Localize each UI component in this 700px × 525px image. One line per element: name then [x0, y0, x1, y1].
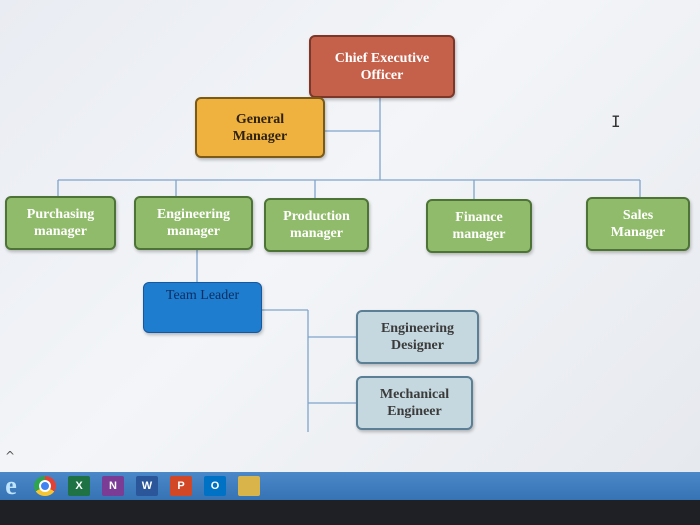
node-team-leader[interactable]: Team Leader — [143, 282, 262, 333]
taskbar: e X N W P O — [0, 471, 700, 500]
node-general-manager[interactable]: General Manager — [195, 97, 325, 158]
internet-explorer-icon[interactable]: e — [5, 471, 17, 500]
node-mechanical-engineer[interactable]: Mechanical Engineer — [356, 376, 473, 430]
node-production-manager-label: Production manager — [283, 209, 350, 241]
monitor-bezel — [0, 500, 700, 525]
node-ceo-label: Chief Executive Officer — [334, 50, 430, 83]
node-production-manager[interactable]: Production manager — [264, 198, 369, 252]
node-purchasing-manager-label: Purchasing manager — [26, 207, 95, 239]
node-finance-manager-label: Finance manager — [452, 210, 506, 242]
node-engineering-designer-label: Engineering Designer — [380, 321, 455, 353]
node-sales-manager[interactable]: Sales Manager — [586, 197, 690, 251]
node-ceo[interactable]: Chief Executive Officer — [309, 35, 455, 98]
word-icon[interactable]: W — [136, 476, 158, 496]
node-mechanical-engineer-label: Mechanical Engineer — [379, 387, 450, 419]
text-cursor-icon: I — [611, 112, 621, 131]
slide-canvas: Chief Executive Officer General Manager … — [0, 0, 700, 475]
node-engineering-designer[interactable]: Engineering Designer — [356, 310, 479, 364]
onenote-icon[interactable]: N — [102, 476, 124, 496]
node-engineering-manager[interactable]: Engineering manager — [134, 196, 253, 250]
excel-icon[interactable]: X — [68, 476, 90, 496]
node-sales-manager-label: Sales Manager — [610, 208, 666, 240]
node-engineering-manager-label: Engineering manager — [156, 207, 231, 239]
org-connectors — [57, 98, 641, 432]
node-team-leader-label: Team Leader — [165, 288, 240, 303]
node-general-manager-label: General Manager — [232, 111, 288, 144]
show-hidden-icons-chevron-icon[interactable]: ^ — [5, 449, 16, 463]
node-purchasing-manager[interactable]: Purchasing manager — [5, 196, 116, 250]
node-finance-manager[interactable]: Finance manager — [426, 199, 532, 253]
chrome-icon[interactable] — [34, 476, 56, 496]
powerpoint-icon[interactable]: P — [170, 476, 192, 496]
outlook-icon[interactable]: O — [204, 476, 226, 496]
file-explorer-icon[interactable] — [238, 476, 260, 496]
